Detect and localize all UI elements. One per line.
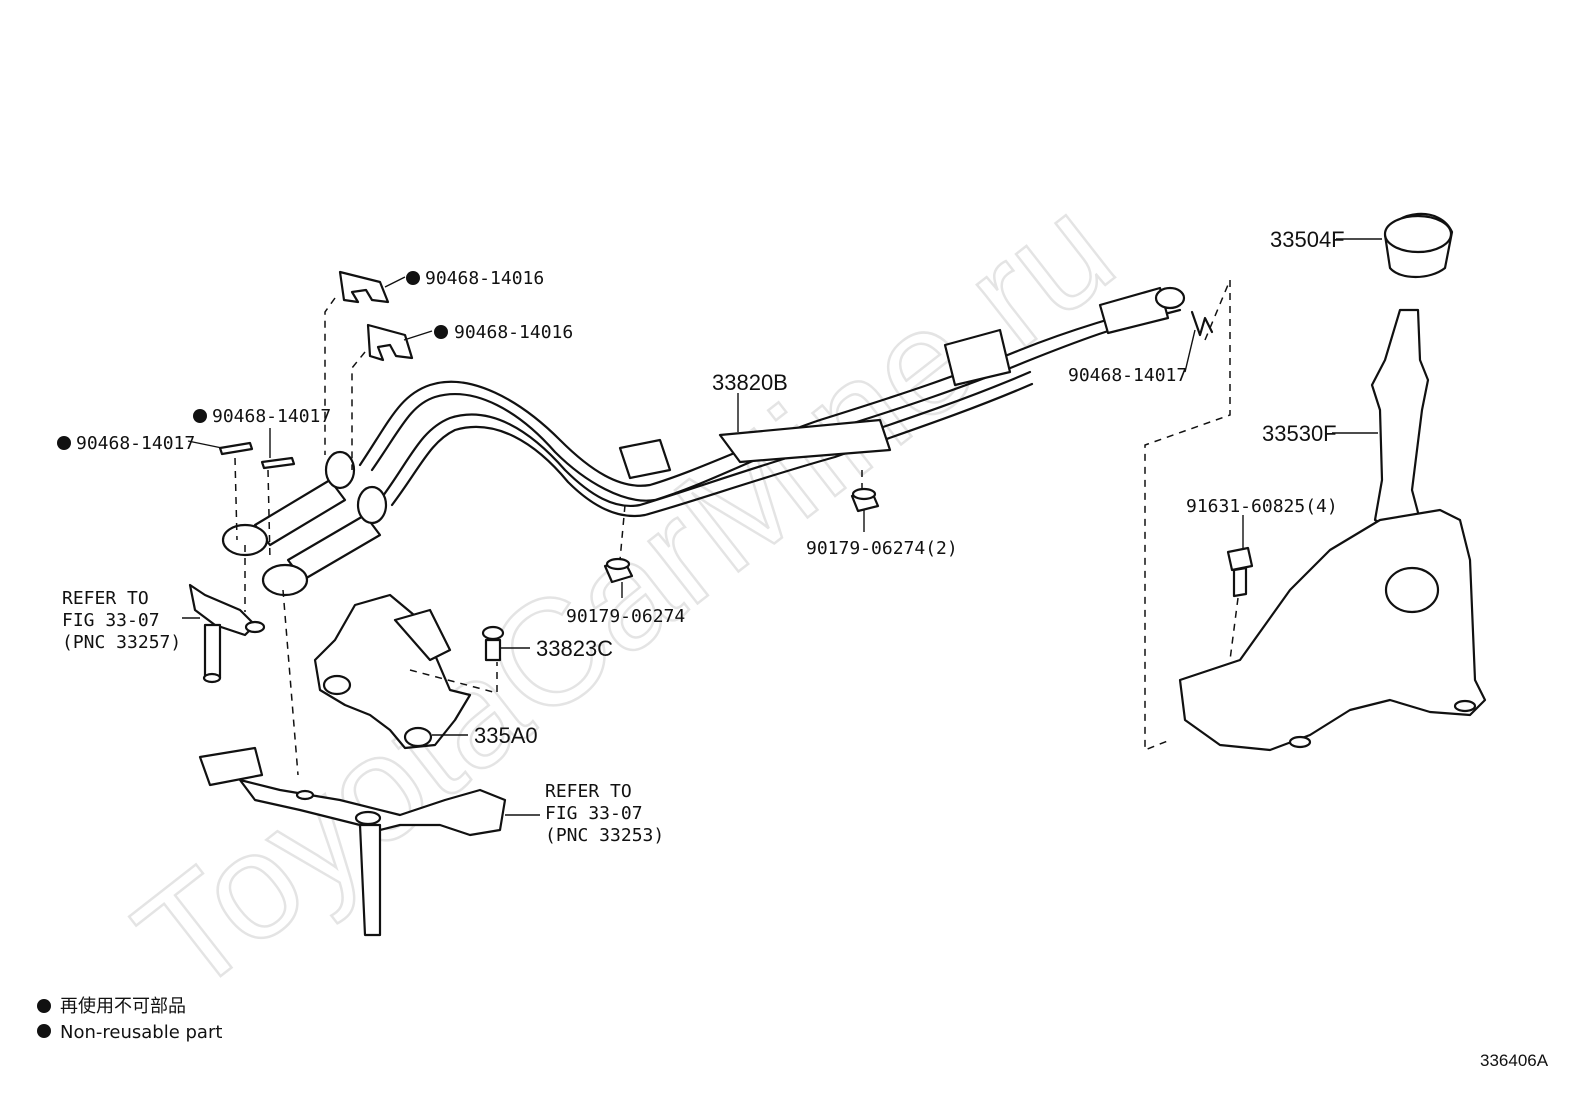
label-clip-lower: 90468-14016 [434, 322, 573, 343]
non-reusable-marker [434, 325, 448, 339]
non-reusable-marker [193, 409, 207, 423]
bolt-91631[interactable] [1226, 546, 1254, 598]
label-90468-14017-a: 90468-14017 [76, 433, 195, 454]
refer-bottom-line1: REFER TO [545, 781, 632, 802]
label-33820b: 33820B [712, 370, 788, 395]
legend-marker-jp [37, 999, 51, 1013]
label-90468-14016-lower: 90468-14016 [454, 322, 573, 343]
lever-bottom[interactable] [198, 746, 507, 937]
legend-marker-en [37, 1024, 51, 1038]
watermark: ToyotaCarMine.ru [105, 163, 1144, 1027]
refer-left: REFER TO FIG 33-07 (PNC 33257) [62, 588, 181, 653]
pin-right[interactable] [1190, 310, 1214, 337]
refer-left-line2: FIG 33-07 [62, 610, 160, 631]
nut-right[interactable] [850, 487, 880, 513]
non-reusable-marker [57, 436, 71, 450]
pin-a[interactable] [218, 441, 254, 456]
refer-bottom: REFER TO FIG 33-07 (PNC 33253) [545, 781, 664, 846]
label-33823c: 33823C [536, 636, 613, 661]
refer-left-line1: REFER TO [62, 588, 149, 609]
watermark-text: ToyotaCarMine.ru [106, 164, 1142, 1025]
label-33530f: 33530F [1262, 421, 1337, 446]
bolt-33823c[interactable] [481, 625, 505, 662]
label-90468-14016-upper: 90468-14016 [425, 268, 544, 289]
non-reusable-marker [406, 271, 420, 285]
dashed-guides [234, 279, 1239, 776]
label-90468-14017-b: 90468-14017 [212, 406, 331, 427]
lever-left[interactable] [188, 583, 266, 684]
pin-b[interactable] [260, 456, 296, 470]
clip-upper[interactable] [338, 270, 390, 304]
label-33504f: 33504F [1270, 227, 1345, 252]
legend: 再使用不可部品 Non-reusable part [37, 996, 222, 1043]
label-335a0: 335A0 [474, 723, 538, 748]
label-clip-upper: 90468-14016 [406, 268, 544, 289]
legend-japanese: 再使用不可部品 [60, 996, 186, 1017]
nut-center[interactable] [603, 557, 634, 584]
label-90179-06274-2: 90179-06274(2) [806, 538, 958, 559]
label-90468-14017-right: 90468-14017 [1068, 365, 1187, 386]
label-pin-b: 90468-14017 [193, 406, 331, 427]
refer-left-line3: (PNC 33257) [62, 632, 181, 653]
diagram-code: 336406A [1480, 1051, 1549, 1070]
label-91631-60825: 91631-60825(4) [1186, 496, 1338, 517]
bracket-335a0[interactable] [313, 593, 472, 750]
refer-bottom-line3: (PNC 33253) [545, 825, 664, 846]
label-90179-06274: 90179-06274 [566, 606, 685, 627]
leaders [182, 238, 1382, 816]
cable-assembly-33820b[interactable] [221, 286, 1186, 597]
shift-lever-33530f[interactable] [1178, 308, 1487, 752]
refer-bottom-line2: FIG 33-07 [545, 803, 643, 824]
clip-lower[interactable] [366, 323, 414, 362]
label-pin-a: 90468-14017 [57, 433, 195, 454]
legend-english: Non-reusable part [60, 1022, 222, 1043]
shift-knob-33504f[interactable] [1383, 212, 1454, 278]
